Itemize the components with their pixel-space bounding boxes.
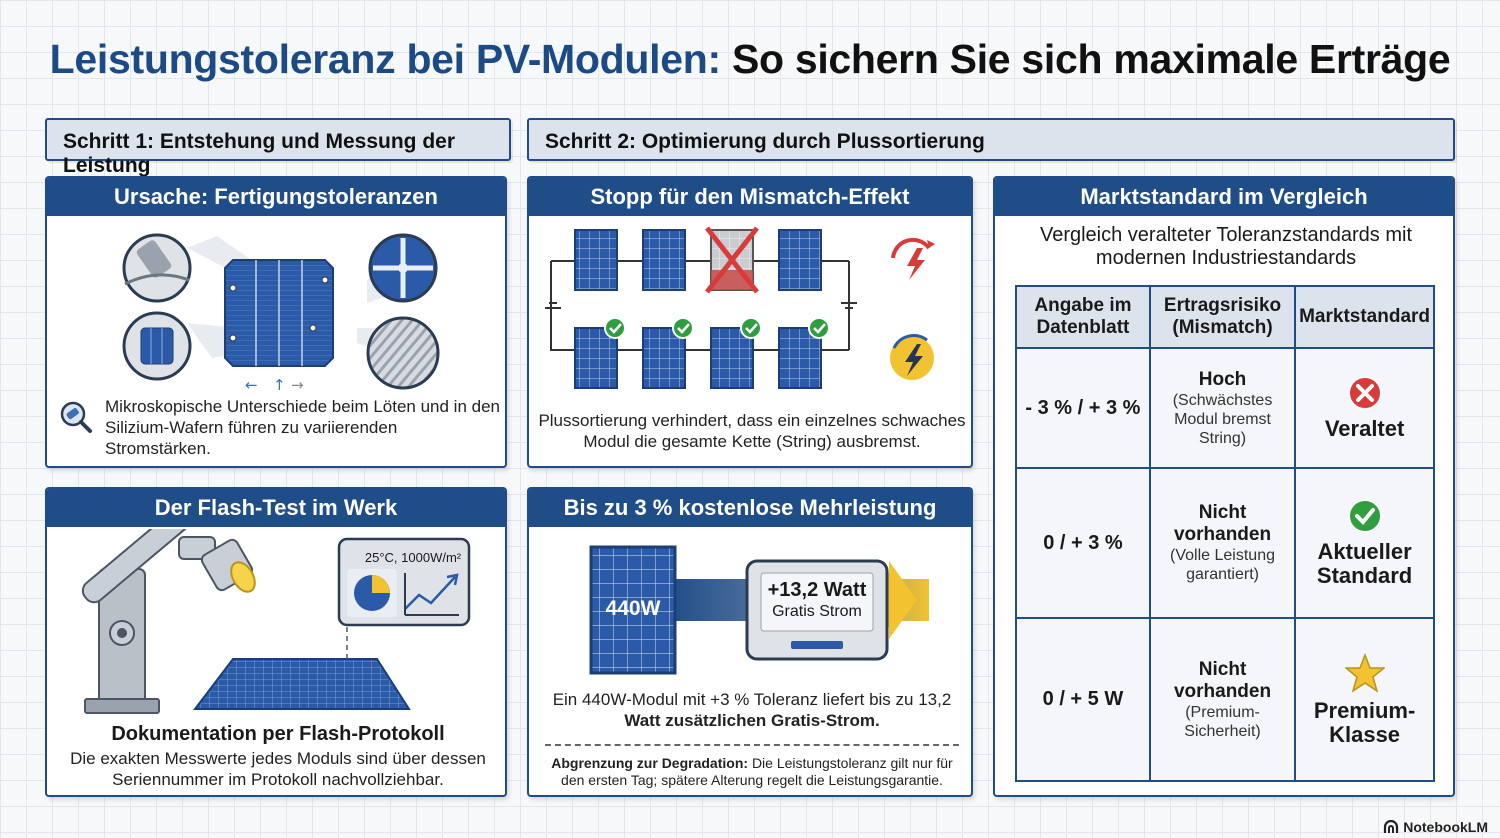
solar-cell-illustration: ← ↑ → <box>122 233 440 394</box>
brand-badge: NotebookLM <box>1383 819 1488 835</box>
star-icon <box>1344 652 1385 693</box>
svg-text:↑: ↑ <box>273 376 286 394</box>
spec-cell: 0 / + 5 W <box>1015 617 1151 782</box>
panel-cause: Ursache: Fertigungstoleranzen <box>45 176 507 468</box>
risk-note: (Premium-Sicherheit) <box>1184 703 1261 740</box>
table-row: 0 / + 5 W Nicht vorhanden (Premium-Siche… <box>1015 617 1435 782</box>
panel-cause-text: Mikroskopische Unterschiede beim Löten u… <box>105 397 501 458</box>
standard-label: Aktueller Standard <box>1316 539 1413 588</box>
column-header: Marktstandard <box>1294 285 1435 349</box>
panel-mismatch-heading: Stopp für den Mismatch-Effekt <box>529 178 971 216</box>
standard-label: Veraltet <box>1324 416 1405 441</box>
panel-flash-subheading: Dokumentation per Flash-Protokoll <box>111 723 445 745</box>
spec-cell: - 3 % / + 3 % <box>1015 347 1151 469</box>
svg-text:←: ← <box>245 376 258 394</box>
bonus-text-normal: Ein 440W-Modul mit +3 % Toleranz liefert… <box>552 690 952 709</box>
risk-level: Hoch <box>1198 368 1247 390</box>
risk-level: Nicht vorhanden <box>1173 502 1272 545</box>
panel-bonus-heading: Bis zu 3 % kostenlose Mehrleistung <box>529 489 971 527</box>
step-1-bar: Schritt 1: Entstehung und Messung der Le… <box>45 118 511 177</box>
standard-cell: Aktueller Standard <box>1294 467 1435 619</box>
bonus-illustration <box>589 545 929 675</box>
note-text: Die Leistungstoleranz gilt nur für den e… <box>561 755 953 788</box>
panel-market: Marktstandard im Vergleich Vergleich ver… <box>993 176 1455 797</box>
panel-mismatch: Stopp für den Mismatch-Effekt <box>527 176 973 468</box>
risk-cell: Hoch (Schwächstes Modul bremst String) <box>1148 347 1297 469</box>
degradation-note: Abgrenzung zur Degradation: Die Leistung… <box>539 755 965 789</box>
divider <box>545 744 959 746</box>
gain-value: +13,2 Watt <box>767 579 867 601</box>
check-circle-icon <box>1347 499 1382 533</box>
panel-market-intro: Vergleich veralteter Toleranzstandards m… <box>1039 224 1413 269</box>
panel-bonus-text: Ein 440W-Modul mit +3 % Toleranz liefert… <box>535 689 969 731</box>
notebooklm-logo-icon <box>1384 820 1399 833</box>
standard-cell: Premium-Klasse <box>1294 617 1435 782</box>
svg-text:→: → <box>291 376 304 394</box>
title-part-blue: Leistungstoleranz bei PV-Modulen: <box>49 36 722 82</box>
panel-mismatch-text: Plussortierung verhindert, dass ein einz… <box>538 411 966 451</box>
energy-bolt-icon <box>890 334 934 380</box>
panel-bonus: Bis zu 3 % kostenlose Mehrleistung 440W … <box>527 487 973 797</box>
module-label: 440W <box>605 597 661 620</box>
standard-label: Premium-Klasse <box>1313 697 1416 747</box>
page-title: Leistungstoleranz bei PV-Modulen: So sic… <box>0 36 1500 83</box>
note-bold: Abgrenzung zur Degradation: <box>551 755 749 771</box>
column-header: Ertragsrisiko (Mismatch) <box>1148 285 1297 349</box>
x-circle-icon <box>1347 376 1382 410</box>
flash-test-illustration <box>81 529 471 714</box>
warning-bolt-icon <box>891 237 935 280</box>
table-header-row: Angabe im Datenblatt Ertragsrisiko (Mism… <box>1015 285 1435 349</box>
risk-level: Nicht vorhanden <box>1173 658 1272 702</box>
table-row: 0 / + 3 % Nicht vorhanden (Volle Leistun… <box>1015 467 1435 619</box>
title-part-black: So sichern Sie sich maximale Erträge <box>731 36 1451 82</box>
brand-label: NotebookLM <box>1403 819 1488 835</box>
panel-flash-text: Die exakten Messwerte jedes Moduls sind … <box>70 749 486 789</box>
gain-label: Gratis Strom <box>772 603 862 620</box>
column-header: Angabe im Datenblatt <box>1015 285 1151 349</box>
market-table: Angabe im Datenblatt Ertragsrisiko (Mism… <box>1015 285 1435 782</box>
risk-cell: Nicht vorhanden (Volle Leistung garantie… <box>1148 467 1297 619</box>
risk-note: (Volle Leistung garantiert) <box>1170 547 1275 583</box>
step-2-bar: Schritt 2: Optimierung durch Plussortier… <box>527 118 1455 161</box>
standard-cell: Veraltet <box>1294 347 1435 469</box>
spec-cell: 0 / + 3 % <box>1015 467 1151 619</box>
panel-cause-heading: Ursache: Fertigungstoleranzen <box>47 178 505 216</box>
panel-flash-heading: Der Flash-Test im Werk <box>47 489 505 527</box>
monitor-label: 25°C, 1000W/m² <box>364 550 462 565</box>
table-row: - 3 % / + 3 % Hoch (Schwächstes Modul br… <box>1015 347 1435 469</box>
risk-note: (Schwächstes Modul bremst String) <box>1172 391 1273 447</box>
string-diagram <box>545 226 935 389</box>
risk-cell: Nicht vorhanden (Premium-Sicherheit) <box>1148 617 1297 782</box>
panel-flash: Der Flash-Test im Werk 25°C, 1000W/m² Do… <box>45 487 507 797</box>
magnifier-icon <box>60 401 92 433</box>
panel-market-heading: Marktstandard im Vergleich <box>995 178 1453 216</box>
bonus-text-bold: Watt zusätzlichen Gratis-Strom. <box>624 711 880 730</box>
